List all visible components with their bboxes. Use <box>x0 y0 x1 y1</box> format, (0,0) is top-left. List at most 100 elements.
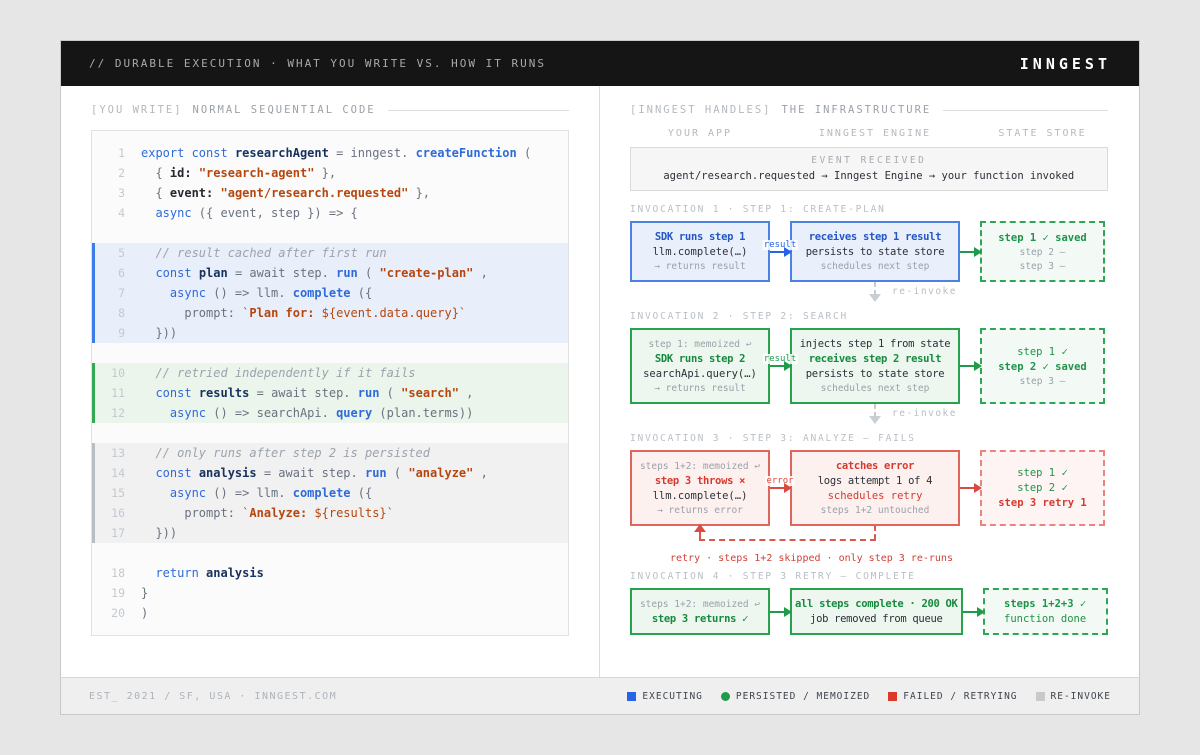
code-text: } <box>141 586 149 600</box>
line-number: 9 <box>118 326 125 340</box>
code-line: 19} <box>95 583 568 603</box>
box-line: step 3 throws × <box>654 474 746 487</box>
box-line: all steps complete · 200 OK <box>795 598 958 610</box>
column-spacer <box>960 128 980 139</box>
column-header: STATE STORE <box>998 128 1087 139</box>
app-box: steps 1+2: memoized ↩step 3 returns ✓ <box>630 588 770 635</box>
engine-box: receives step 1 result persists to state … <box>790 221 960 282</box>
column-header: INNGEST ENGINE <box>818 128 932 139</box>
column-headers: YOUR APP INNGEST ENGINE STATE STORE <box>630 128 1108 139</box>
flow-arrow <box>960 246 982 257</box>
arrow-down-icon <box>869 294 881 302</box>
code-line: 4 async ({ event, step }) => { <box>95 203 568 223</box>
legend-item: RE-INVOKE <box>1035 691 1111 702</box>
poster-card: // DURABLE EXECUTION · WHAT YOU WRITE VS… <box>60 40 1140 715</box>
code-text: prompt: `Analyze: ${results}` <box>141 506 394 520</box>
reinvoke-line <box>874 282 876 295</box>
section-title: NORMAL SEQUENTIAL CODE <box>192 104 376 116</box>
line-number: 6 <box>118 266 125 280</box>
box-line: persists to state store <box>805 368 945 380</box>
invocation-label: INVOCATION 4 · STEP 3 RETRY — COMPLETE <box>630 571 916 582</box>
line-number: 1 <box>118 146 125 160</box>
box-line: step 3 – <box>1019 260 1066 272</box>
box-line: step 1 ✓ saved <box>998 231 1087 244</box>
line-number: 16 <box>111 506 125 520</box>
state-store-box: steps 1+2+3 ✓function done <box>982 588 1108 635</box>
code-line: 5 // result cached after first run <box>95 243 568 263</box>
reinvoke-connector: re-invoke <box>630 282 1108 304</box>
line-number: 20 <box>111 606 125 620</box>
box-line: schedules retry <box>827 490 923 502</box>
flow-arrow <box>770 606 792 617</box>
invocation-label: INVOCATION 3 · STEP 3: ANALYZE — FAILS <box>630 433 916 444</box>
top-bar: // DURABLE EXECUTION · WHAT YOU WRITE VS… <box>61 41 1139 86</box>
arrow-up-icon <box>694 524 706 532</box>
legend-label: PERSISTED / MEMOIZED <box>735 690 871 702</box>
line-number: 4 <box>118 206 125 220</box>
code-text: return analysis <box>141 566 264 580</box>
code-block-green: 10 // retried independently if it fails 1… <box>92 363 568 423</box>
column-header: YOUR APP <box>667 128 733 139</box>
box-line: receives step 2 result <box>808 353 942 365</box>
box-line: job removed from queue <box>810 613 943 625</box>
box-line: schedules next step <box>820 261 930 272</box>
box-line: persists to state store <box>805 246 945 258</box>
section-rule <box>387 109 569 111</box>
reinvoke-line <box>874 404 876 417</box>
topbar-title: // DURABLE EXECUTION · WHAT YOU WRITE VS… <box>89 57 546 70</box>
infrastructure-panel: [INNGEST HANDLES] THE INFRASTRUCTURE YOU… <box>600 86 1139 677</box>
code-line: 18 return analysis <box>95 563 568 583</box>
footer: EST_ 2021 / SF, USA · INNGEST.COM EXECUT… <box>61 677 1139 714</box>
line-number: 13 <box>111 446 125 460</box>
box-line: schedules next step <box>820 383 930 394</box>
box-line: step 1 ✓ <box>1017 345 1068 358</box>
line-number: 3 <box>118 186 125 200</box>
legend-label: EXECUTING <box>642 690 703 702</box>
box-line: → returns error <box>657 504 743 516</box>
code-line: 20) <box>95 603 568 623</box>
legend-swatch-icon <box>888 691 898 701</box>
line-number: 10 <box>111 366 125 380</box>
footer-meta: EST_ 2021 / SF, USA · INNGEST.COM <box>89 690 338 702</box>
event-box: EVENT RECEIVED agent/research.requested … <box>630 147 1108 191</box>
box-line: receives step 1 result <box>808 231 942 243</box>
code-text: { id: "research-agent" }, <box>141 166 337 180</box>
line-number: 2 <box>118 166 125 180</box>
box-line: catches error <box>835 460 915 472</box>
box-line: step 1: memoized ↩ <box>648 338 752 350</box>
box-line: logs attempt 1 of 4 <box>817 475 933 487</box>
retry-line-up <box>699 532 701 539</box>
code-text: })) <box>141 526 178 540</box>
event-line: agent/research.requested → Inngest Engin… <box>663 170 1075 182</box>
code-line: 6 const plan = await step. run ( "create… <box>95 263 568 283</box>
box-line: step 3 retry 1 <box>998 497 1087 509</box>
box-line: → returns result <box>654 382 746 394</box>
box-line: step 2 ✓ <box>1017 482 1068 494</box>
app-box: steps 1+2: memoized ↩step 3 throws ×llm.… <box>630 450 770 526</box>
arrow-label: result <box>762 239 798 250</box>
code-text: async () => searchApi. query (plan.terms… <box>141 406 474 420</box>
code-line: 15 async () => llm. complete ({ <box>95 483 568 503</box>
code-text: ) <box>141 606 149 620</box>
code-line: 16 prompt: `Analyze: ${results}` <box>95 503 568 523</box>
code-line: 11 const results = await step. run ( "se… <box>95 383 568 403</box>
arrow-down-icon <box>869 416 881 424</box>
code-text: // retried independently if it fails <box>141 366 416 380</box>
flow-arrow: result <box>762 354 798 371</box>
section-rule <box>943 109 1108 111</box>
box-line: step 3 – <box>1019 375 1066 387</box>
event-title: EVENT RECEIVED <box>811 155 927 166</box>
code-text: const results = await step. run ( "searc… <box>141 386 474 400</box>
code-text: prompt: `Plan for: ${event.data.query}` <box>141 306 467 320</box>
code-text: async () => llm. complete ({ <box>141 486 373 500</box>
